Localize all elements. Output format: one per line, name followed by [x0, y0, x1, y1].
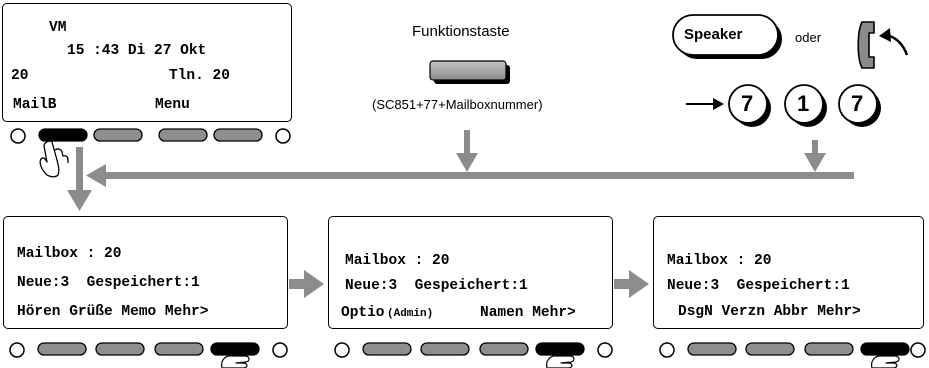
softkey-labels-line: Hören Grüße Memo Mehr> — [17, 304, 209, 320]
bottom-softkey-row-1 — [9, 342, 288, 358]
digit-label-1: 7 — [741, 91, 754, 116]
function-key-button[interactable] — [429, 60, 510, 84]
collector-arrow — [104, 172, 854, 179]
side-button-right-3[interactable] — [910, 342, 926, 358]
mailbox-line: Mailbox : 20 — [667, 253, 772, 269]
softkey-2-1[interactable] — [362, 342, 412, 356]
mailbox-display-3: Mailbox : 20 Neue:3 Gespeichert:1 DsgN V… — [653, 216, 924, 329]
bottom-pressing-hands — [221, 355, 900, 368]
collector-arrowhead — [86, 164, 106, 187]
digit-key-2[interactable] — [784, 84, 824, 124]
function-down-arrow — [464, 130, 470, 156]
right-arrow-2 — [614, 279, 630, 289]
bottom-softkey-row-2 — [334, 342, 613, 358]
softkey-1-1[interactable] — [37, 342, 87, 356]
message-count-line: Neue:3 Gespeichert:1 — [667, 278, 850, 294]
display-line-number: 20 — [11, 68, 29, 84]
mailbox-line: Mailbox : 20 — [17, 246, 122, 262]
function-key-caption: (SC851+77+Mailboxnummer) — [372, 97, 543, 112]
softkey-4[interactable] — [213, 128, 263, 142]
softkey-2[interactable] — [93, 128, 143, 142]
digit-label-2: 1 — [797, 91, 810, 116]
softkey-mehr-pressed-2[interactable] — [535, 342, 585, 356]
softkey-3-1[interactable] — [687, 342, 737, 356]
top-softkey-row — [10, 128, 291, 144]
softkey-3-3[interactable] — [804, 342, 854, 356]
hand-icon-3 — [871, 355, 900, 368]
function-key-title: Funktionstaste — [412, 23, 510, 40]
softkey-mehr-pressed-3[interactable] — [860, 342, 910, 356]
softkey-label-namen-mehr: Namen Mehr> — [480, 305, 576, 321]
speaker-button-label: Speaker — [684, 26, 743, 43]
softkey-label-optio: Optio — [341, 305, 385, 321]
hand-icon-2 — [546, 355, 575, 368]
softkey-label-admin: (Admin) — [387, 308, 434, 320]
message-count-line: Neue:3 Gespeichert:1 — [345, 278, 528, 294]
right-arrow-1 — [289, 279, 305, 289]
hand-icon-1 — [221, 355, 250, 368]
softkey-3[interactable] — [158, 128, 208, 142]
pressing-hand-icon — [39, 140, 69, 178]
message-count-line: Neue:3 Gespeichert:1 — [17, 275, 200, 291]
softkey-1-3[interactable] — [154, 342, 204, 356]
side-button-left-3[interactable] — [659, 342, 675, 358]
softkey-1-2[interactable] — [95, 342, 145, 356]
softkey-label-menu: Menu — [155, 97, 190, 113]
softkey-mailb-pressed[interactable] — [38, 128, 88, 142]
softkey-labels-line: DsgN Verzn Abbr Mehr> — [678, 304, 861, 320]
digit-label-3: 7 — [851, 91, 864, 116]
top-display: VM 15 :43 Di 27 Okt 20 Tln. 20 MailB Men… — [2, 3, 292, 122]
side-button-right[interactable] — [275, 128, 291, 144]
digit-key-3[interactable] — [838, 84, 878, 124]
digit-key-row — [686, 84, 881, 127]
flow-arrows — [67, 130, 854, 298]
side-button-left[interactable] — [10, 128, 26, 144]
first-display-down-arrow — [76, 147, 83, 193]
softkey-2-2[interactable] — [420, 342, 470, 356]
mailbox-display-1: Mailbox : 20 Neue:3 Gespeichert:1 Hören … — [3, 216, 288, 329]
side-button-right-1[interactable] — [272, 342, 288, 358]
display-line-vm: VM — [49, 20, 67, 36]
softkey-label-mailb: MailB — [13, 97, 57, 113]
side-button-left-1[interactable] — [9, 342, 25, 358]
bottom-softkey-row-3 — [659, 342, 926, 358]
softkey-3-2[interactable] — [745, 342, 795, 356]
side-button-left-2[interactable] — [334, 342, 350, 358]
or-label: oder — [795, 30, 822, 45]
display-line-participant: Tln. 20 — [169, 68, 230, 84]
mailbox-line: Mailbox : 20 — [345, 253, 450, 269]
side-button-right-2[interactable] — [597, 342, 613, 358]
display-line-time-date: 15 :43 Di 27 Okt — [67, 43, 207, 59]
digits-down-arrow — [812, 140, 818, 157]
softkey-mehr-pressed-1[interactable] — [210, 342, 260, 356]
digit-key-1[interactable] — [728, 84, 768, 124]
handset-lift-icon — [857, 21, 909, 69]
speaker-button[interactable] — [672, 14, 782, 59]
mailbox-display-2: Mailbox : 20 Neue:3 Gespeichert:1 Optio … — [328, 216, 613, 329]
softkey-2-3[interactable] — [479, 342, 529, 356]
